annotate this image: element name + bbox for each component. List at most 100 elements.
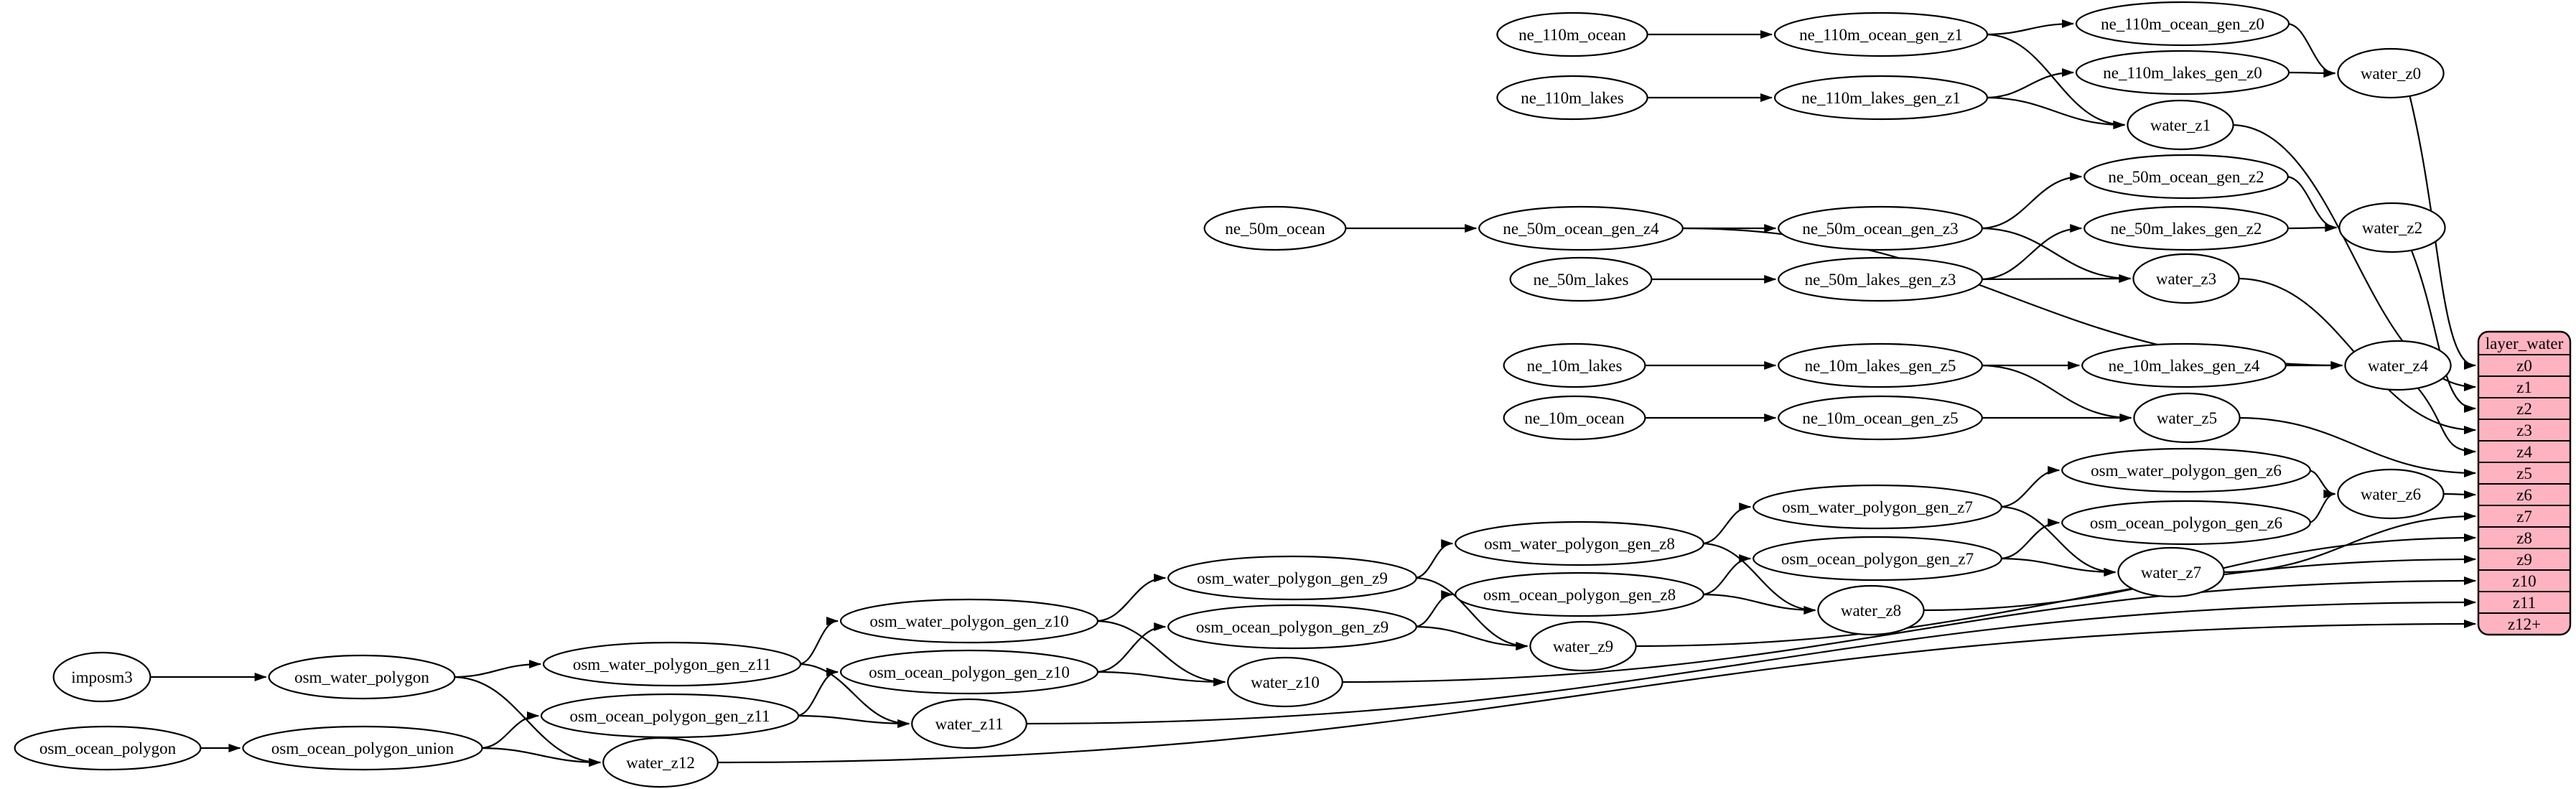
node-water_z3: water_z3 (2132, 253, 2240, 304)
node-ellipse-water_z7 (2117, 546, 2225, 598)
node-osm_water_polygon_gen_z7: osm_water_polygon_gen_z7 (1753, 484, 2002, 530)
node-ne_110m_lakes: ne_110m_lakes (1496, 75, 1648, 121)
node-ne_50m_lakes: ne_50m_lakes (1509, 256, 1653, 302)
node-label-ne_10m_ocean: ne_10m_ocean (1524, 409, 1625, 427)
edge-osm_water_polygon_gen_z10-to-osm_water_polygon_gen_z9 (1095, 574, 1167, 622)
node-ne_10m_lakes: ne_10m_lakes (1503, 342, 1646, 388)
table-layer_water: layer_waterz0z1z2z3z4z5z6z7z8z9z10z11z12… (2477, 330, 2572, 636)
edge-osm_ocean_polygon_gen_z10-to-water_z10 (1095, 671, 1226, 686)
node-ne_50m_ocean_gen_z4: ne_50m_ocean_gen_z4 (1478, 205, 1684, 251)
node-ellipse-osm_ocean_polygon_gen_z9 (1167, 604, 1417, 650)
node-water_z6: water_z6 (2337, 468, 2445, 520)
edge-osm_water_polygon-to-water_z12 (452, 676, 602, 767)
node-ellipse-ne_110m_ocean (1496, 11, 1648, 57)
edge-ne_50m_ocean_gen_z3-to-ne_50m_ocean_gen_z2 (1979, 172, 2083, 230)
node-ne_10m_ocean: ne_10m_ocean (1503, 395, 1646, 441)
node-label-osm_ocean_polygon_union: osm_ocean_polygon_union (271, 739, 454, 757)
edge-ne_110m_lakes_gen_z1-to-ne_110m_lakes_gen_z0 (1984, 68, 2074, 99)
node-osm_water_polygon_gen_z6: osm_water_polygon_gen_z6 (2061, 447, 2311, 493)
node-label-osm_ocean_polygon_gen_z9: osm_ocean_polygon_gen_z9 (1196, 618, 1389, 636)
node-ellipse-osm_water_polygon_gen_z10 (839, 598, 1099, 644)
node-ellipse-osm_ocean_polygon_union (242, 725, 483, 771)
node-osm_ocean_polygon_gen_z9: osm_ocean_polygon_gen_z9 (1167, 604, 1417, 650)
node-ne_10m_lakes_gen_z4: ne_10m_lakes_gen_z4 (2081, 342, 2287, 388)
node-label-water_z2: water_z2 (2362, 219, 2422, 237)
node-ellipse-ne_110m_ocean_gen_z1 (1773, 11, 1989, 57)
table-row-z11: z11 (2513, 594, 2536, 612)
edge-osm_water_polygon_gen_z7-to-water_z7 (1999, 505, 2117, 576)
node-ellipse-ne_50m_ocean_gen_z3 (1778, 205, 1983, 251)
edge-osm_ocean_polygon_gen_z6-to-water_z6 (2307, 490, 2336, 524)
node-water_z10: water_z10 (1227, 656, 1343, 708)
node-ne_110m_ocean_gen_z0: ne_110m_ocean_gen_z0 (2075, 1, 2290, 47)
node-ellipse-ne_10m_lakes_gen_z5 (1778, 342, 1983, 388)
node-label-ne_110m_lakes_gen_z1: ne_110m_lakes_gen_z1 (1801, 89, 1960, 107)
node-ellipse-osm_water_polygon_gen_z11 (542, 641, 802, 687)
node-ellipse-water_z4 (2344, 340, 2452, 391)
edge-water_z6-to-z6 (2441, 490, 2476, 499)
edge-osm_ocean_polygon_gen_z8-to-osm_ocean_polygon_gen_z7 (1701, 554, 1752, 596)
node-water_z2: water_z2 (2338, 202, 2446, 253)
node-water_z7: water_z7 (2117, 546, 2225, 598)
node-ellipse-osm_water_polygon_gen_z9 (1167, 555, 1417, 601)
node-ellipse-water_z5 (2133, 392, 2241, 444)
edge-water_z10-to-z10 (1340, 576, 2476, 683)
node-label-ne_110m_ocean: ne_110m_ocean (1518, 26, 1626, 44)
table-title: layer_water (2486, 335, 2564, 353)
edge-osm_ocean_polygon_gen_z7-to-osm_ocean_polygon_gen_z6 (1999, 518, 2061, 560)
node-ne_110m_ocean_gen_z1: ne_110m_ocean_gen_z1 (1773, 11, 1989, 57)
node-ellipse-ne_50m_ocean (1203, 205, 1347, 251)
edge-osm_water_polygon_gen_z6-to-water_z6 (2307, 469, 2336, 498)
node-ellipse-imposm3 (52, 651, 151, 703)
node-osm_ocean_polygon_gen_z8: osm_ocean_polygon_gen_z8 (1455, 571, 1704, 617)
node-ellipse-water_z1 (2127, 99, 2234, 151)
edge-water_z9-to-z9 (1633, 555, 2476, 648)
node-ellipse-water_z9 (1529, 620, 1637, 672)
node-ellipse-osm_water_polygon_gen_z8 (1455, 520, 1704, 566)
edge-water_z5-to-z5 (2237, 416, 2476, 477)
node-imposm3: imposm3 (52, 651, 151, 703)
edges-layer (148, 19, 2476, 767)
node-label-ne_110m_lakes_gen_z0: ne_110m_lakes_gen_z0 (2103, 64, 2262, 82)
node-ne_110m_lakes_gen_z0: ne_110m_lakes_gen_z0 (2075, 50, 2290, 95)
node-label-water_z10: water_z10 (1251, 673, 1320, 691)
node-label-osm_ocean_polygon_gen_z7: osm_ocean_polygon_gen_z7 (1781, 550, 1974, 568)
node-label-ne_50m_lakes_gen_z3: ne_50m_lakes_gen_z3 (1805, 271, 1956, 289)
node-ellipse-water_z11 (911, 698, 1027, 750)
node-water_z0: water_z0 (2337, 47, 2445, 99)
table-row-z12+: z12+ (2508, 615, 2541, 633)
node-water_z8: water_z8 (1817, 584, 1925, 636)
edge-ne_110m_ocean_gen_z0-to-water_z0 (2286, 22, 2336, 78)
node-label-osm_water_polygon_gen_z8: osm_water_polygon_gen_z8 (1484, 535, 1675, 553)
node-label-ne_110m_ocean_gen_z0: ne_110m_ocean_gen_z0 (2101, 15, 2264, 33)
node-label-osm_ocean_polygon_gen_z10: osm_ocean_polygon_gen_z10 (869, 663, 1070, 681)
node-ellipse-ne_50m_ocean_gen_z2 (2083, 154, 2289, 200)
edge-osm_water_polygon_gen_z8-to-osm_water_polygon_gen_z7 (1701, 503, 1752, 545)
node-label-ne_50m_lakes: ne_50m_lakes (1534, 271, 1629, 289)
node-ellipse-water_z8 (1817, 584, 1925, 636)
node-ellipse-osm_ocean_polygon_gen_z10 (839, 649, 1099, 695)
table-row-z1: z1 (2516, 378, 2532, 396)
edge-ne_50m_ocean_gen_z3-to-water_z3 (1979, 227, 2132, 283)
node-ellipse-water_z6 (2337, 468, 2445, 520)
edge-water_z12-to-z12+ (715, 620, 2476, 764)
edge-osm_ocean_polygon_union-to-osm_ocean_polygon_gen_z11 (480, 711, 539, 750)
node-label-water_z11: water_z11 (935, 715, 1004, 733)
node-label-osm_water_polygon_gen_z11: osm_water_polygon_gen_z11 (573, 655, 771, 673)
node-ellipse-ne_50m_ocean_gen_z4 (1478, 205, 1684, 251)
node-label-ne_110m_lakes: ne_110m_lakes (1521, 89, 1624, 107)
node-ellipse-ne_50m_lakes_gen_z2 (2083, 205, 2289, 251)
node-ne_50m_ocean_gen_z2: ne_50m_ocean_gen_z2 (2083, 154, 2289, 200)
node-ne_10m_lakes_gen_z5: ne_10m_lakes_gen_z5 (1778, 342, 1983, 388)
node-label-osm_ocean_polygon_gen_z11: osm_ocean_polygon_gen_z11 (570, 707, 770, 725)
node-ellipse-water_z0 (2337, 47, 2445, 99)
node-water_z9: water_z9 (1529, 620, 1637, 672)
edge-ne_50m_lakes_gen_z3-to-ne_50m_lakes_gen_z2 (1979, 224, 2083, 281)
edge-osm_water_polygon_gen_z11-to-osm_water_polygon_gen_z10 (798, 617, 839, 666)
table-row-z2: z2 (2516, 400, 2532, 418)
edge-osm_ocean_polygon_gen_z11-to-water_z11 (795, 714, 910, 728)
node-osm_ocean_polygon_gen_z6: osm_ocean_polygon_gen_z6 (2061, 500, 2311, 546)
table-row-z3: z3 (2516, 421, 2532, 439)
node-label-ne_50m_ocean_gen_z2: ne_50m_ocean_gen_z2 (2108, 168, 2264, 186)
